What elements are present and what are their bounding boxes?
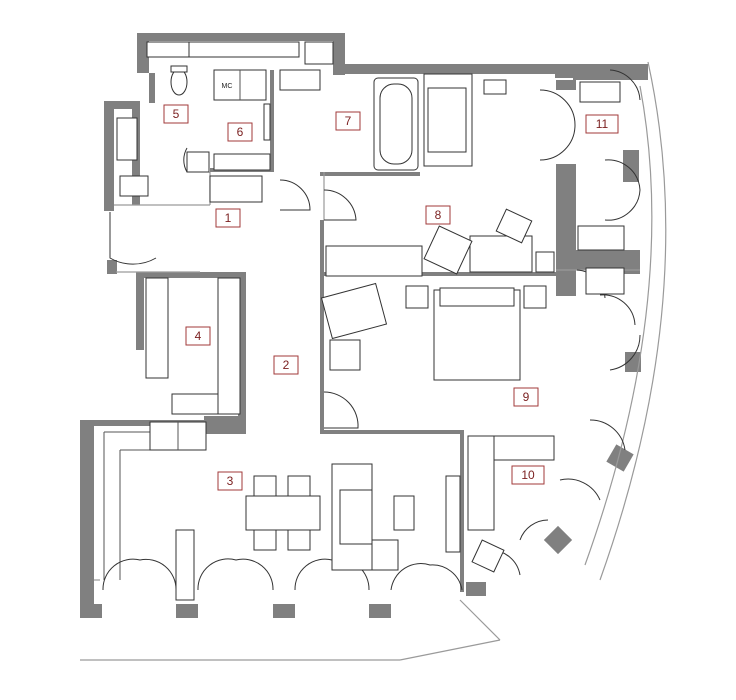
svg-text:3: 3 [227, 474, 234, 488]
svg-text:2: 2 [283, 358, 290, 372]
svg-text:10: 10 [521, 468, 535, 482]
room-label-8: 8 [425, 205, 451, 225]
doors [102, 69, 641, 591]
appliance-label: MC [222, 83, 233, 90]
svg-text:1: 1 [225, 211, 232, 225]
room-label-6: 6 [227, 122, 253, 142]
room-label-7: 7 [335, 111, 361, 131]
svg-text:9: 9 [523, 390, 530, 404]
room-label-4: 4 [185, 326, 211, 346]
svg-text:11: 11 [596, 117, 609, 131]
interior-lines [80, 61, 667, 661]
room-label-11: 11 [585, 114, 619, 134]
room-label-10: 10 [511, 465, 545, 485]
room-label-5: 5 [163, 104, 189, 124]
room-label-1: 1 [215, 208, 241, 228]
walls [80, 33, 648, 618]
room-label-3: 3 [217, 471, 243, 491]
room-label-9: 9 [513, 387, 539, 407]
svg-text:4: 4 [195, 329, 202, 343]
room-label-2: 2 [273, 355, 299, 375]
furniture: MC [116, 41, 625, 601]
svg-text:5: 5 [173, 107, 180, 121]
svg-text:8: 8 [435, 208, 442, 222]
svg-text:6: 6 [237, 125, 244, 139]
svg-text:7: 7 [345, 114, 352, 128]
